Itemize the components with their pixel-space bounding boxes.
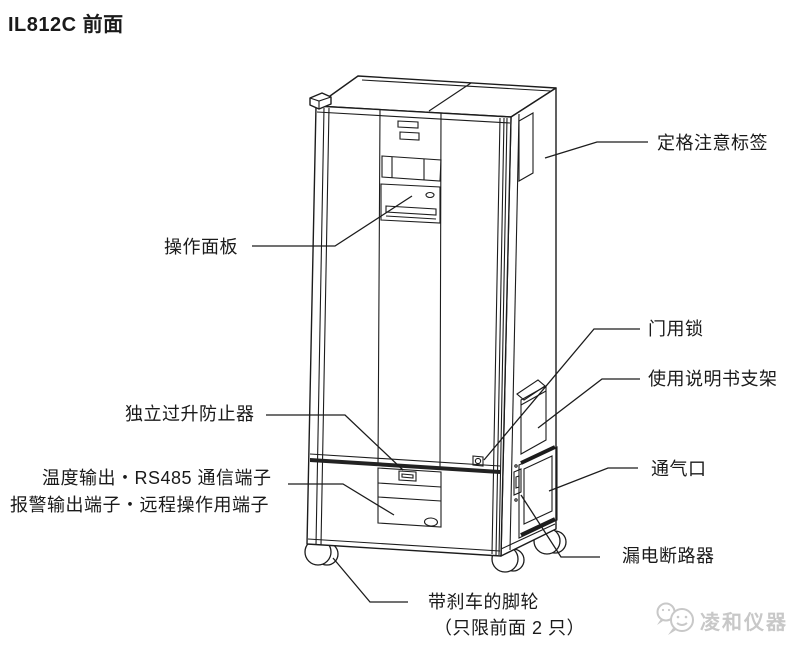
- door-lock-body: [472, 455, 484, 467]
- breaker-screw: [514, 464, 518, 468]
- label-manual-holder: 使用说明书支架: [648, 369, 778, 389]
- leakage-breaker-body: [513, 468, 522, 496]
- top-face-seam: [428, 82, 472, 112]
- leader-caster: [332, 557, 408, 603]
- panel-button: [425, 191, 435, 199]
- lower-panel-seam: [377, 482, 442, 502]
- leader-vent: [548, 467, 638, 492]
- label-overheat-preventer: 独立过升防止器: [125, 404, 255, 424]
- manual-holder-seam: [520, 390, 547, 406]
- hinge-cap-edge: [309, 96, 332, 109]
- breaker-screw: [514, 498, 518, 502]
- leader-operation-panel: [252, 195, 413, 247]
- overheat-preventer-box: [398, 470, 417, 482]
- vent-panel-inner: [523, 455, 553, 525]
- panel-handle-shadow: [385, 215, 437, 220]
- overheat-preventer-box-inner: [401, 473, 414, 479]
- label-operation-panel: 操作面板: [164, 237, 238, 257]
- column-vent-slot: [397, 120, 419, 129]
- door-left-stile: [315, 107, 330, 546]
- watermark-text: 凌和仪器: [700, 612, 788, 634]
- leader-terminals: [288, 483, 395, 516]
- door-lock-cylinder: [474, 457, 482, 465]
- rating-label-sticker: [518, 112, 534, 182]
- leakage-breaker-switch: [515, 475, 520, 489]
- display-window-divider: [391, 157, 425, 180]
- operation-panel-outline: [380, 183, 441, 224]
- vent-hatch-bottom: [520, 517, 556, 537]
- label-door-lock: 门用锁: [648, 319, 704, 339]
- front-divider-line: [309, 453, 501, 467]
- label-alarm-output-terminal: 报警输出端子・远程操作用端子: [10, 495, 269, 515]
- manual-holder-panel: [520, 385, 547, 455]
- label-temp-output-terminal: 温度输出・RS485 通信端子: [42, 468, 272, 488]
- page-title: IL812C 前面: [8, 14, 124, 36]
- column-vent-slot: [399, 131, 420, 141]
- side-bottom-edge: [500, 523, 556, 550]
- leader-manual-holder: [537, 378, 640, 429]
- cabinet-front-face: [306, 105, 512, 557]
- label-caster: 带刹车的脚轮: [428, 592, 539, 612]
- display-window: [381, 155, 442, 182]
- panel-handle-slot: [385, 205, 437, 216]
- vent-hatch-top: [520, 445, 556, 465]
- label-vent: 通气口: [651, 459, 707, 479]
- label-caster-note: （只限前面 2 只）: [434, 618, 586, 638]
- label-leakage-breaker: 漏电断路器: [622, 546, 715, 566]
- leader-overheat-preventer: [266, 414, 404, 471]
- door-right-stile: [491, 117, 508, 556]
- wechat-icon: [656, 602, 694, 635]
- front-bottom-edge: [307, 538, 501, 552]
- leader-door-lock: [483, 328, 640, 461]
- leader-rating-label: [544, 141, 648, 159]
- front-divider-band: [310, 458, 500, 474]
- side-corner-line: [509, 113, 520, 551]
- label-rating-sticker: 定格注意标签: [657, 133, 768, 153]
- door-top-edge: [316, 111, 511, 124]
- leader-leakage-breaker: [520, 494, 600, 558]
- top-face-seam: [361, 79, 552, 92]
- handle-hole: [423, 517, 439, 527]
